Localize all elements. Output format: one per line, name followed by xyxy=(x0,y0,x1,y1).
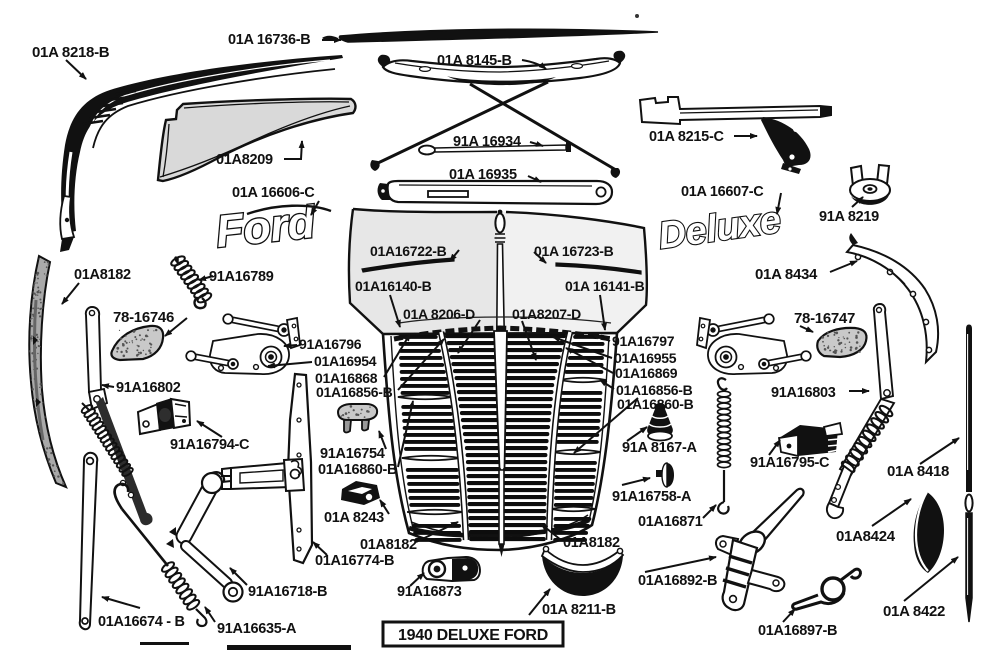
svg-text:01A8182: 01A8182 xyxy=(360,537,417,553)
svg-text:01A16856-B: 01A16856-B xyxy=(316,384,393,400)
svg-text:78-16746: 78-16746 xyxy=(113,309,174,326)
svg-text:01A8209: 01A8209 xyxy=(216,152,273,168)
svg-text:91A 16934: 91A 16934 xyxy=(453,134,521,150)
svg-text:01A16774-B: 01A16774-B xyxy=(315,553,394,569)
svg-text:91A16794-C: 91A16794-C xyxy=(170,437,250,453)
svg-text:01A 16723-B: 01A 16723-B xyxy=(534,243,614,259)
svg-text:01A 8206-D: 01A 8206-D xyxy=(403,306,475,322)
svg-text:91A16758-A: 91A16758-A xyxy=(612,489,692,505)
svg-text:91A16718-B: 91A16718-B xyxy=(248,584,327,600)
svg-text:01A16871: 01A16871 xyxy=(638,514,703,530)
svg-text:91A16797: 91A16797 xyxy=(612,333,675,349)
svg-text:91A16795-C: 91A16795-C xyxy=(750,455,830,471)
svg-text:01A16856-B: 01A16856-B xyxy=(616,382,693,398)
svg-text:01A16860-B: 01A16860-B xyxy=(318,462,397,478)
svg-text:01A16954: 01A16954 xyxy=(314,353,377,369)
svg-text:91A16802: 91A16802 xyxy=(116,380,181,396)
svg-text:01A16140-B: 01A16140-B xyxy=(355,278,432,294)
svg-text:91A16803: 91A16803 xyxy=(771,385,836,401)
svg-text:01A 16141-B: 01A 16141-B xyxy=(565,278,645,294)
svg-text:91A16789: 91A16789 xyxy=(209,269,274,285)
svg-text:01A16868: 01A16868 xyxy=(315,370,378,386)
svg-text:91A 8219: 91A 8219 xyxy=(819,209,879,225)
svg-text:01A16674 - B: 01A16674 - B xyxy=(98,614,185,630)
svg-text:01A8182: 01A8182 xyxy=(563,535,620,551)
svg-text:91A16873: 91A16873 xyxy=(397,584,462,600)
svg-text:01A 8434: 01A 8434 xyxy=(755,266,818,283)
svg-text:01A16722-B: 01A16722-B xyxy=(370,243,447,259)
svg-text:78-16747: 78-16747 xyxy=(794,310,855,327)
svg-text:01A 8218-B: 01A 8218-B xyxy=(32,44,110,61)
svg-text:01A 16935: 01A 16935 xyxy=(449,167,517,183)
svg-text:01A16869: 01A16869 xyxy=(615,365,678,381)
svg-text:01A 16607-C: 01A 16607-C xyxy=(681,184,764,200)
svg-text:01A 8422: 01A 8422 xyxy=(883,603,945,620)
svg-text:01A 16606-C: 01A 16606-C xyxy=(232,185,315,201)
svg-text:91A 8167-A: 91A 8167-A xyxy=(622,440,697,456)
svg-text:01A8182: 01A8182 xyxy=(74,267,131,283)
svg-text:01A16892-B: 01A16892-B xyxy=(638,573,717,589)
svg-text:01A 8145-B: 01A 8145-B xyxy=(437,53,512,69)
svg-text:91A16635-A: 91A16635-A xyxy=(217,621,297,637)
svg-text:01A8424: 01A8424 xyxy=(836,528,896,545)
svg-text:91A16796: 91A16796 xyxy=(299,336,362,352)
svg-text:01A 8215-C: 01A 8215-C xyxy=(649,129,724,145)
svg-text:01A 8243: 01A 8243 xyxy=(324,510,384,526)
svg-text:01A 8211-B: 01A 8211-B xyxy=(542,602,616,618)
svg-text:01A8207-D: 01A8207-D xyxy=(512,306,581,322)
svg-text:01A 16736-B: 01A 16736-B xyxy=(228,32,310,48)
svg-text:01A16897-B: 01A16897-B xyxy=(758,623,837,639)
svg-text:01A 8418: 01A 8418 xyxy=(887,463,949,480)
svg-text:01A16955: 01A16955 xyxy=(614,350,677,366)
svg-text:1940 DELUXE FORD: 1940 DELUXE FORD xyxy=(398,627,548,644)
svg-text:01A16860-B: 01A16860-B xyxy=(617,396,694,412)
svg-text:91A16754: 91A16754 xyxy=(320,446,385,462)
